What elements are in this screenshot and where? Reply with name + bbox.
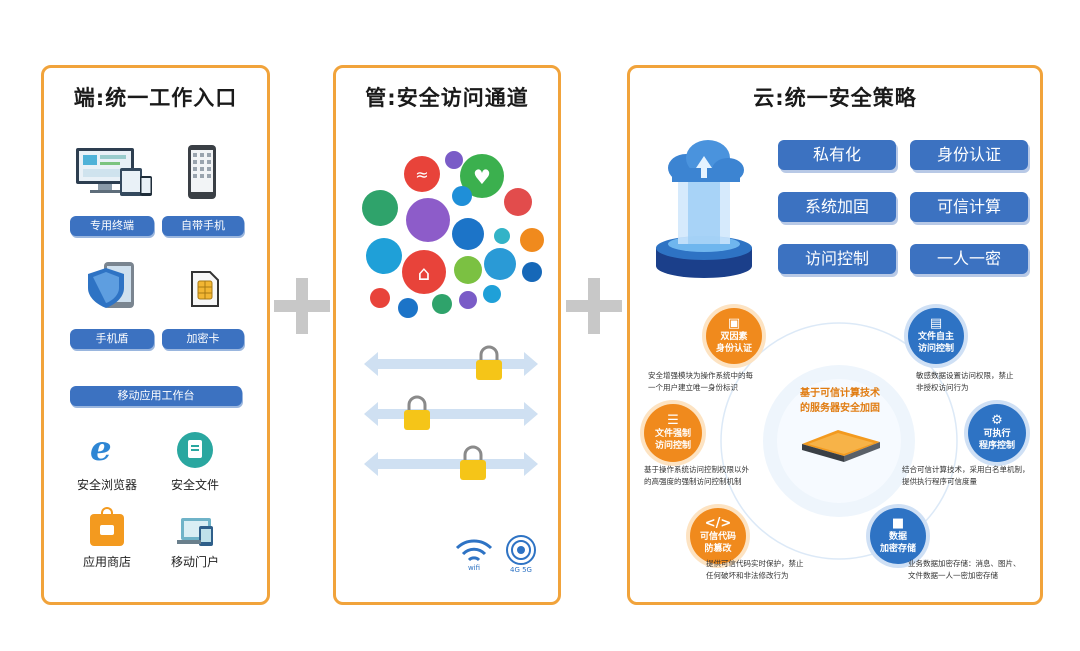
node-label-line-2: 访问控制 [917, 343, 954, 354]
gear-icon: ⚙ [991, 412, 1003, 428]
policy-tag-trusted-computing: 可信计算 [910, 192, 1028, 222]
node-desc-file-mandatory-access: 基于操作系统访问控制权限以外 的高强度的强制访问控制机制 [644, 464, 784, 488]
node-label-line-2: 防篡改 [704, 543, 732, 554]
device-phone-shield: 手机盾 [70, 329, 154, 349]
app-mobile-portal: 移动门户 [170, 555, 219, 569]
node-two-factor-auth: ▣ 双因素 身份认证 [706, 308, 762, 364]
node-desc-two-factor-auth: 安全增强模块为操作系统中的每 一个用户建立唯一身份标识 [648, 370, 778, 394]
desc-line-2: 一个用户建立唯一身份标识 [648, 383, 738, 392]
cellular-icon [506, 535, 536, 565]
policy-tag-privatization: 私有化 [778, 140, 896, 170]
wifi-label: wifi [467, 564, 481, 572]
node-label-line-2: 加密存储 [879, 543, 916, 554]
app-secure-file: 安全文件 [170, 478, 219, 492]
desc-line-1: 结合可信计算技术，采用白名单机制， [902, 465, 1030, 474]
wifi-icon [455, 539, 493, 562]
app-secure-browser: 安全浏览器 [76, 478, 137, 492]
plus-sign-left [274, 278, 330, 334]
desc-line-1: 基于操作系统访问控制权限以外 [644, 465, 749, 474]
desc-line-1: 业务数据加密存储：消息、图片、 [908, 559, 1021, 568]
desc-line-2: 任何破坏和非法修改行为 [706, 571, 789, 580]
dedicated-terminal-icon [76, 148, 152, 196]
node-label-line-2: 程序控制 [978, 440, 1015, 451]
node-label-line-1: 数据 [888, 531, 907, 542]
node-data-encrypted-storage: ■ 数据 加密存储 [870, 508, 926, 564]
node-desc-executable-control: 结合可信计算技术，采用白名单机制， 提供执行程序可信度量 [902, 464, 1042, 488]
node-executable-control: ⚙ 可执行 程序控制 [968, 404, 1026, 462]
desc-line-2: 提供执行程序可信度量 [902, 477, 977, 486]
sliders-icon: ☰ [667, 412, 679, 428]
node-desc-data-encrypted-storage: 业务数据加密存储：消息、图片、 文件数据一人一密加密存储 [908, 558, 1038, 582]
node-label-line-1: 可信代码 [699, 531, 736, 542]
node-label-line-2: 身份认证 [715, 343, 752, 354]
desc-line-2: 文件数据一人一密加密存储 [908, 571, 998, 580]
secure-tunnel-3 [364, 445, 538, 480]
id-card-icon: ▣ [727, 315, 741, 331]
node-desc-file-discretionary-access: 敏感数据设置访问权限，禁止 非授权访问行为 [916, 370, 1040, 394]
node-desc-trusted-code: 提供可信代码实时保护，禁止 任何破坏和非法修改行为 [706, 558, 836, 582]
policy-tag-access-control: 访问控制 [778, 244, 896, 274]
panel-title: 端:统一工作入口 [73, 86, 238, 110]
desc-line-2: 的高强度的强制访问控制机制 [644, 477, 742, 486]
app-store: 应用商店 [82, 555, 131, 569]
svg-text:♥: ♥ [473, 165, 491, 189]
panel-channel: 管:安全访问通道 ≈ ♥ ⌂ [333, 65, 561, 605]
secure-browser-icon: e [90, 429, 112, 469]
panel-title: 管:安全访问通道 [365, 86, 529, 110]
cloud-server-icon [656, 140, 752, 278]
node-file-discretionary-access: ▤ 文件自主 访问控制 [908, 308, 964, 364]
node-label-line-1: 双因素 [720, 331, 748, 342]
server-rack-icon [802, 430, 880, 462]
node-label-line-1: 文件自主 [917, 331, 954, 342]
secure-tunnel-1 [364, 345, 538, 380]
panel-endpoint: 端:统一工作入口 专用终端 自带手机 [41, 65, 270, 605]
mobile-portal-icon [177, 518, 213, 546]
secure-tunnel-2 [364, 395, 538, 430]
hub-title-line-2: 的服务器安全加固 [800, 403, 880, 414]
node-label-line-2: 访问控制 [654, 440, 691, 451]
policy-tag-system-hardening: 系统加固 [778, 192, 896, 222]
app-store-icon [90, 507, 124, 546]
desc-line-2: 非授权访问行为 [916, 383, 969, 392]
mobile-workbench-bar: 移动应用工作台 [70, 386, 242, 406]
svg-text:≈: ≈ [415, 165, 428, 184]
policy-tag-identity-auth: 身份认证 [910, 140, 1028, 170]
byod-phone-icon [188, 145, 216, 199]
desc-line-1: 提供可信代码实时保护，禁止 [706, 559, 804, 568]
node-label-line-1: 文件强制 [654, 428, 691, 439]
node-file-mandatory-access: ☰ 文件强制 访问控制 [644, 404, 702, 462]
device-encryption-card: 加密卡 [162, 329, 244, 349]
desc-line-1: 安全增强模块为操作系统中的每 [648, 371, 753, 380]
device-byod-phone: 自带手机 [162, 216, 244, 236]
panel-cloud: 云:统一安全策略 私有化 身份认证 系统加固 可信计算 访问控制 一人一密 基于… [627, 65, 1043, 605]
device-dedicated-terminal: 专用终端 [70, 216, 154, 236]
desc-line-1: 敏感数据设置访问权限，禁止 [916, 371, 1014, 380]
node-trusted-code: </> 可信代码 防篡改 [690, 508, 746, 564]
code-icon: </> [704, 515, 732, 531]
encryption-card-icon [191, 271, 219, 307]
svg-text:⌂: ⌂ [418, 261, 431, 285]
cellular-label: 4G 5G [510, 566, 532, 574]
secure-file-icon [177, 432, 213, 468]
lock-icon: ■ [891, 515, 905, 531]
hub-title: 基于可信计算技术 的服务器安全加固 [776, 386, 904, 416]
plus-sign-right [566, 278, 622, 334]
node-label-line-1: 可执行 [983, 428, 1011, 439]
policy-tag-one-person-one-key: 一人一密 [910, 244, 1028, 274]
phone-shield-icon [88, 262, 134, 308]
hub-title-line-1: 基于可信计算技术 [800, 388, 880, 399]
document-icon: ▤ [929, 315, 943, 331]
panel-title: 云:统一安全策略 [753, 86, 917, 110]
app-cloud-icon: ≈ ♥ ⌂ [362, 151, 544, 318]
